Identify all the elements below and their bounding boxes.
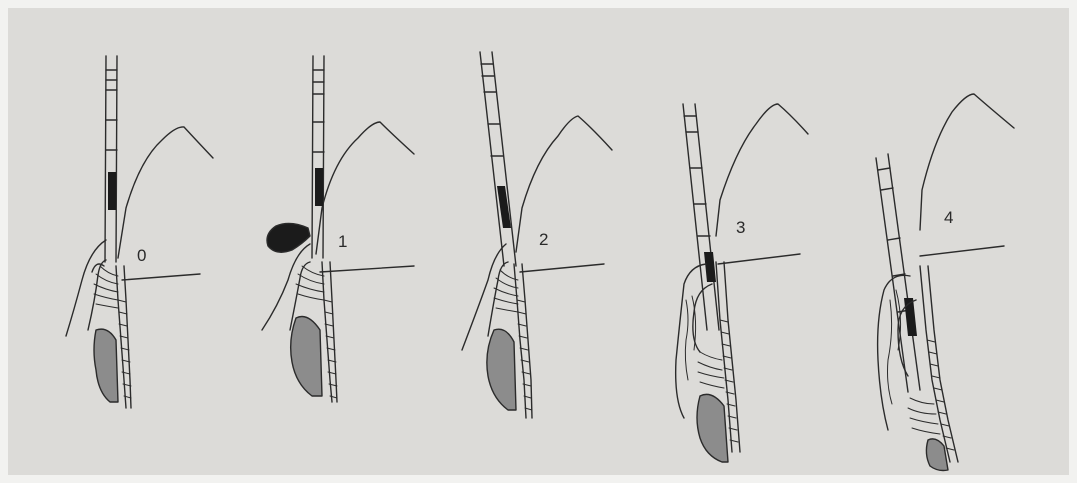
stage-label-3: 3 — [736, 218, 745, 238]
stage-4-bone — [926, 439, 948, 471]
stage-0-gingiva — [66, 240, 106, 336]
stage-1-crown-outline — [316, 122, 414, 254]
stage-0-illustration — [66, 56, 213, 408]
stage-1-blood-drop — [267, 223, 310, 252]
stage-2-illustration — [462, 52, 612, 418]
stage-1-probe — [312, 56, 324, 258]
stage-3-crown-outline — [716, 104, 808, 236]
stage-label-4: 4 — [944, 208, 953, 228]
stage-3-illustration — [676, 104, 808, 462]
stage-label-0: 0 — [137, 246, 146, 266]
stage-1-illustration — [262, 56, 414, 402]
stage-3-bone — [697, 394, 728, 462]
stage-4-crown-outline — [920, 94, 1014, 230]
stage-2-probe — [480, 52, 516, 266]
stage-2-cej-line — [520, 264, 604, 272]
stage-0-bone — [94, 329, 118, 402]
stage-label-1: 1 — [338, 232, 347, 252]
stage-3-probe — [683, 104, 719, 330]
stage-4-root-hatch — [927, 340, 954, 450]
stage-1-fibers — [296, 266, 324, 300]
stage-4-pocket-lining — [888, 290, 901, 404]
stage-0-fibers — [94, 266, 118, 308]
stage-0-crown-outline — [118, 127, 213, 258]
stage-3-cej-line — [718, 254, 800, 264]
stage-1-bone — [291, 317, 322, 397]
stage-3-fibers — [698, 352, 724, 388]
stage-4-root — [920, 266, 958, 462]
stage-0-probe — [105, 56, 117, 262]
stage-4-fibers — [908, 398, 940, 434]
stage-2-bone — [487, 329, 516, 410]
stage-4-probe — [876, 154, 920, 392]
stage-1-cej-line — [320, 266, 414, 272]
stage-label-2: 2 — [539, 230, 548, 250]
stage-1-root — [322, 262, 337, 402]
stage-2-root — [514, 264, 532, 418]
stage-2-crown-outline — [516, 116, 612, 252]
stage-4-illustration — [876, 94, 1014, 471]
stage-4-cej-line — [920, 246, 1004, 256]
stage-0-cej-line — [122, 274, 200, 280]
